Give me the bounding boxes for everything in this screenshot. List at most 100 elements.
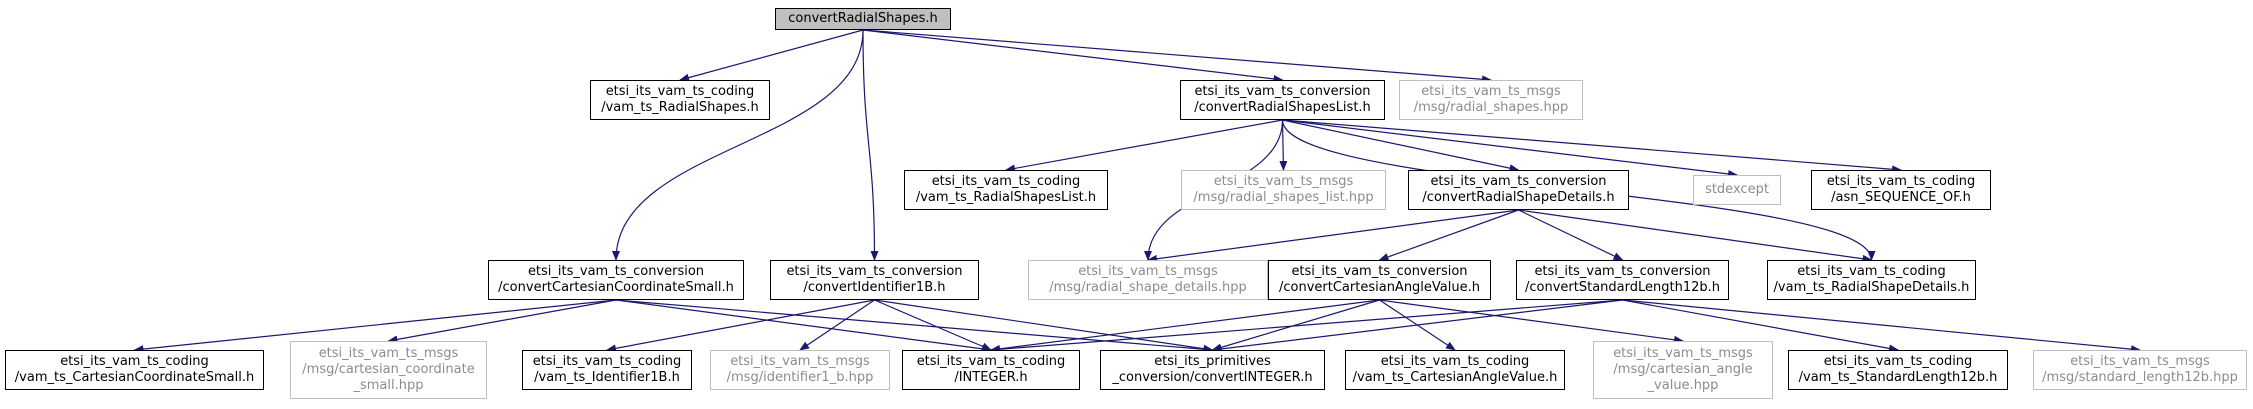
node-label-line: etsi_its_vam_ts_coding xyxy=(931,174,1081,189)
node-msgs-radial-shape-details: etsi_its_vam_ts_msgs/msg/radial_shape_de… xyxy=(1028,260,1268,300)
node-label-line: /asn_SEQUENCE_OF.h xyxy=(1831,190,1971,205)
edge-conv-radialshapedetails-to-conv-cartesianangle xyxy=(1378,209,1519,261)
node-label-line: /convertStandardLength12b.h xyxy=(1525,280,1720,295)
edge-conv-radialshapeslist-to-coding-radialshapeslist xyxy=(1005,119,1283,173)
node-conv-radialshapedetails[interactable]: etsi_its_vam_ts_conversion/convertRadial… xyxy=(1408,170,1629,210)
node-label-line: etsi_its_vam_ts_coding xyxy=(1797,264,1946,279)
edge-root-to-msgs-radial-shapes xyxy=(862,29,1492,84)
edge-conv-standardlength12b-to-coding-integer xyxy=(990,299,1623,354)
node-label-line: etsi_its_vam_ts_conversion xyxy=(1534,264,1711,279)
node-label-line: etsi_its_vam_ts_conversion xyxy=(1430,174,1607,189)
node-label-line: /INTEGER.h xyxy=(954,370,1028,385)
node-coding-cartesianangle[interactable]: etsi_its_vam_ts_coding/vam_ts_CartesianA… xyxy=(1345,350,1565,390)
edge-root-to-conv-cartesiancoordinatesmall xyxy=(612,29,864,261)
edge-conv-radialshapedetails-to-conv-standardlength12b xyxy=(1518,209,1624,261)
node-coding-integer[interactable]: etsi_its_vam_ts_coding/INTEGER.h xyxy=(902,350,1080,390)
edge-conv-cartesiancoordinatesmall-to-primitives-convertinteger xyxy=(615,299,1214,354)
node-label-line: etsi_its_vam_ts_conversion xyxy=(527,264,705,279)
node-conv-radialshapeslist[interactable]: etsi_its_vam_ts_conversion/convertRadial… xyxy=(1180,80,1385,120)
edge-conv-identifier1b-to-coding-integer xyxy=(874,299,992,351)
node-label-line: /msg/standard_length12b.hpp xyxy=(2042,370,2238,385)
node-label-line: /vam_ts_Identifier1B.h xyxy=(534,370,680,385)
node-label-line: etsi_its_vam_ts_conversion xyxy=(1194,84,1371,99)
node-label-line: etsi_its_vam_ts_msgs xyxy=(2070,354,2210,369)
node-coding-radialshapedetails[interactable]: etsi_its_vam_ts_coding/vam_ts_RadialShap… xyxy=(1767,260,1976,300)
node-label-line: /vam_ts_CartesianAngleValue.h xyxy=(1352,370,1558,385)
node-label-line: stdexcept xyxy=(1705,182,1769,197)
edge-conv-cartesianangle-to-msgs-cartesian-angle-value xyxy=(1379,299,1684,344)
node-label-line: etsi_its_vam_ts_coding xyxy=(1826,174,1976,189)
node-primitives-convertinteger[interactable]: etsi_its_primitives_conversion/convertIN… xyxy=(1100,350,1325,390)
node-conv-cartesiancoordinatesmall[interactable]: etsi_its_vam_ts_conversion/convertCartes… xyxy=(488,260,744,300)
edge-root-to-coding-radialshapes xyxy=(679,29,864,82)
node-label-line: /msg/identifier1_b.hpp xyxy=(726,370,874,385)
node-coding-cartesiancoordinatesmall[interactable]: etsi_its_vam_ts_coding/vam_ts_CartesianC… xyxy=(5,350,264,390)
node-label-line: /convertRadialShapeDetails.h xyxy=(1422,190,1615,205)
node-label-line: etsi_its_vam_ts_coding xyxy=(1380,354,1530,369)
node-label-line: etsi_its_vam_ts_msgs xyxy=(1213,174,1354,189)
node-label-line: etsi_its_vam_ts_msgs xyxy=(1078,264,1218,279)
edge-conv-radialshapeslist-to-conv-radialshapedetails xyxy=(1282,119,1520,173)
node-coding-radialshapeslist[interactable]: etsi_its_vam_ts_coding/vam_ts_RadialShap… xyxy=(904,170,1108,210)
edge-conv-identifier1b-to-primitives-convertinteger xyxy=(874,299,1214,353)
node-msgs-cartesian-angle-value: etsi_its_vam_ts_msgs/msg/cartesian_angle… xyxy=(1593,341,1773,399)
edge-conv-radialshapeslist-to-coding-asn-sequence-of xyxy=(1282,119,1902,174)
node-conv-identifier1b[interactable]: etsi_its_vam_ts_conversion/convertIdenti… xyxy=(770,260,979,300)
node-label-line: /vam_ts_RadialShapesList.h xyxy=(915,190,1097,205)
node-root[interactable]: convertRadialShapes.h xyxy=(775,8,951,30)
node-msgs-radial-shapes-list: etsi_its_vam_ts_msgs/msg/radial_shapes_l… xyxy=(1181,170,1386,210)
edge-root-to-conv-identifier1b xyxy=(862,29,879,261)
node-label-line: /msg/radial_shapes.hpp xyxy=(1413,100,1569,115)
node-label-line: /msg/cartesian_angle xyxy=(1613,362,1753,377)
node-label-line: _small.hpp xyxy=(353,378,424,393)
node-label-line: /convertRadialShapesList.h xyxy=(1194,100,1371,115)
node-conv-standardlength12b[interactable]: etsi_its_vam_ts_conversion/convertStanda… xyxy=(1516,260,1729,300)
node-label-line: /convertCartesianAngleValue.h xyxy=(1279,280,1480,295)
node-label-line: /convertIdentifier1B.h xyxy=(803,280,946,295)
edge-conv-cartesiancoordinatesmall-to-msgs-cartesian-coordinate-small xyxy=(387,299,617,344)
node-label-line: /vam_ts_CartesianCoordinateSmall.h xyxy=(14,370,255,385)
include-edges xyxy=(133,29,2141,354)
node-stdexcept: stdexcept xyxy=(1693,175,1781,205)
node-label-line: /vam_ts_StandardLength12b.h xyxy=(1798,370,1998,385)
node-coding-standardlength12b[interactable]: etsi_its_vam_ts_coding/vam_ts_StandardLe… xyxy=(1788,350,2008,390)
edge-conv-radialshapedetails-to-msgs-radial-shape-details xyxy=(1147,209,1519,263)
node-msgs-standard-length12b: etsi_its_vam_ts_msgs/msg/standard_length… xyxy=(2033,350,2247,390)
node-msgs-identifier1-b: etsi_its_vam_ts_msgs/msg/identifier1_b.h… xyxy=(710,350,890,390)
node-coding-radialshapes[interactable]: etsi_its_vam_ts_coding/vam_ts_RadialShap… xyxy=(590,80,770,120)
node-conv-cartesianangle[interactable]: etsi_its_vam_ts_conversion/convertCartes… xyxy=(1268,260,1491,300)
node-label-line: /msg/radial_shapes_list.hpp xyxy=(1193,190,1374,205)
node-label-line: etsi_its_primitives xyxy=(1154,354,1271,369)
node-label-line: etsi_its_vam_ts_msgs xyxy=(730,354,870,369)
node-label-line: etsi_its_vam_ts_msgs xyxy=(1421,84,1561,99)
node-label-line: etsi_its_vam_ts_msgs xyxy=(1613,346,1753,361)
edge-conv-radialshapeslist-to-msgs-radial-shapes-list xyxy=(1279,119,1288,171)
edge-conv-cartesiancoordinatesmall-to-coding-cartesiancoordinatesmall xyxy=(133,299,617,354)
node-label-line: /vam_ts_RadialShapes.h xyxy=(601,100,759,115)
node-label-line: /msg/radial_shape_details.hpp xyxy=(1049,280,1247,295)
node-label-line: /convertCartesianCoordinateSmall.h xyxy=(498,280,734,295)
node-label-line: etsi_its_vam_ts_conversion xyxy=(1291,264,1468,279)
node-label-line: /msg/cartesian_coordinate xyxy=(302,362,475,377)
edge-conv-standardlength12b-to-msgs-standard-length12b xyxy=(1622,299,2141,354)
node-coding-identifier1b[interactable]: etsi_its_vam_ts_coding/vam_ts_Identifier… xyxy=(522,350,692,390)
node-label-line: etsi_its_vam_ts_conversion xyxy=(786,264,963,279)
edge-conv-radialshapedetails-to-coding-radialshapedetails xyxy=(1518,209,1873,263)
edge-conv-cartesianangle-to-primitives-convertinteger xyxy=(1211,299,1380,352)
edge-conv-standardlength12b-to-coding-standardlength12b xyxy=(1622,299,1899,353)
node-label-line: etsi_its_vam_ts_msgs xyxy=(318,346,459,361)
edge-conv-cartesiancoordinatesmall-to-coding-integer xyxy=(615,299,992,353)
node-label-line: convertRadialShapes.h xyxy=(788,11,938,26)
node-label-line: /vam_ts_RadialShapeDetails.h xyxy=(1773,280,1970,295)
node-label-line: etsi_its_vam_ts_coding xyxy=(60,354,209,369)
edge-conv-identifier1b-to-msgs-identifier1-b xyxy=(799,299,875,351)
node-msgs-cartesian-coordinate-small: etsi_its_vam_ts_msgs/msg/cartesian_coord… xyxy=(290,341,487,399)
edge-conv-identifier1b-to-coding-identifier1b xyxy=(606,299,875,353)
edge-conv-standardlength12b-to-primitives-convertinteger xyxy=(1211,299,1623,353)
node-label-line: _conversion/convertINTEGER.h xyxy=(1112,370,1313,385)
node-label-line: etsi_its_vam_ts_coding xyxy=(1823,354,1973,369)
node-coding-asn-sequence-of[interactable]: etsi_its_vam_ts_coding/asn_SEQUENCE_OF.h xyxy=(1811,170,1991,210)
node-label-line: etsi_its_vam_ts_coding xyxy=(605,84,755,99)
node-label-line: _value.hpp xyxy=(1647,378,1719,393)
